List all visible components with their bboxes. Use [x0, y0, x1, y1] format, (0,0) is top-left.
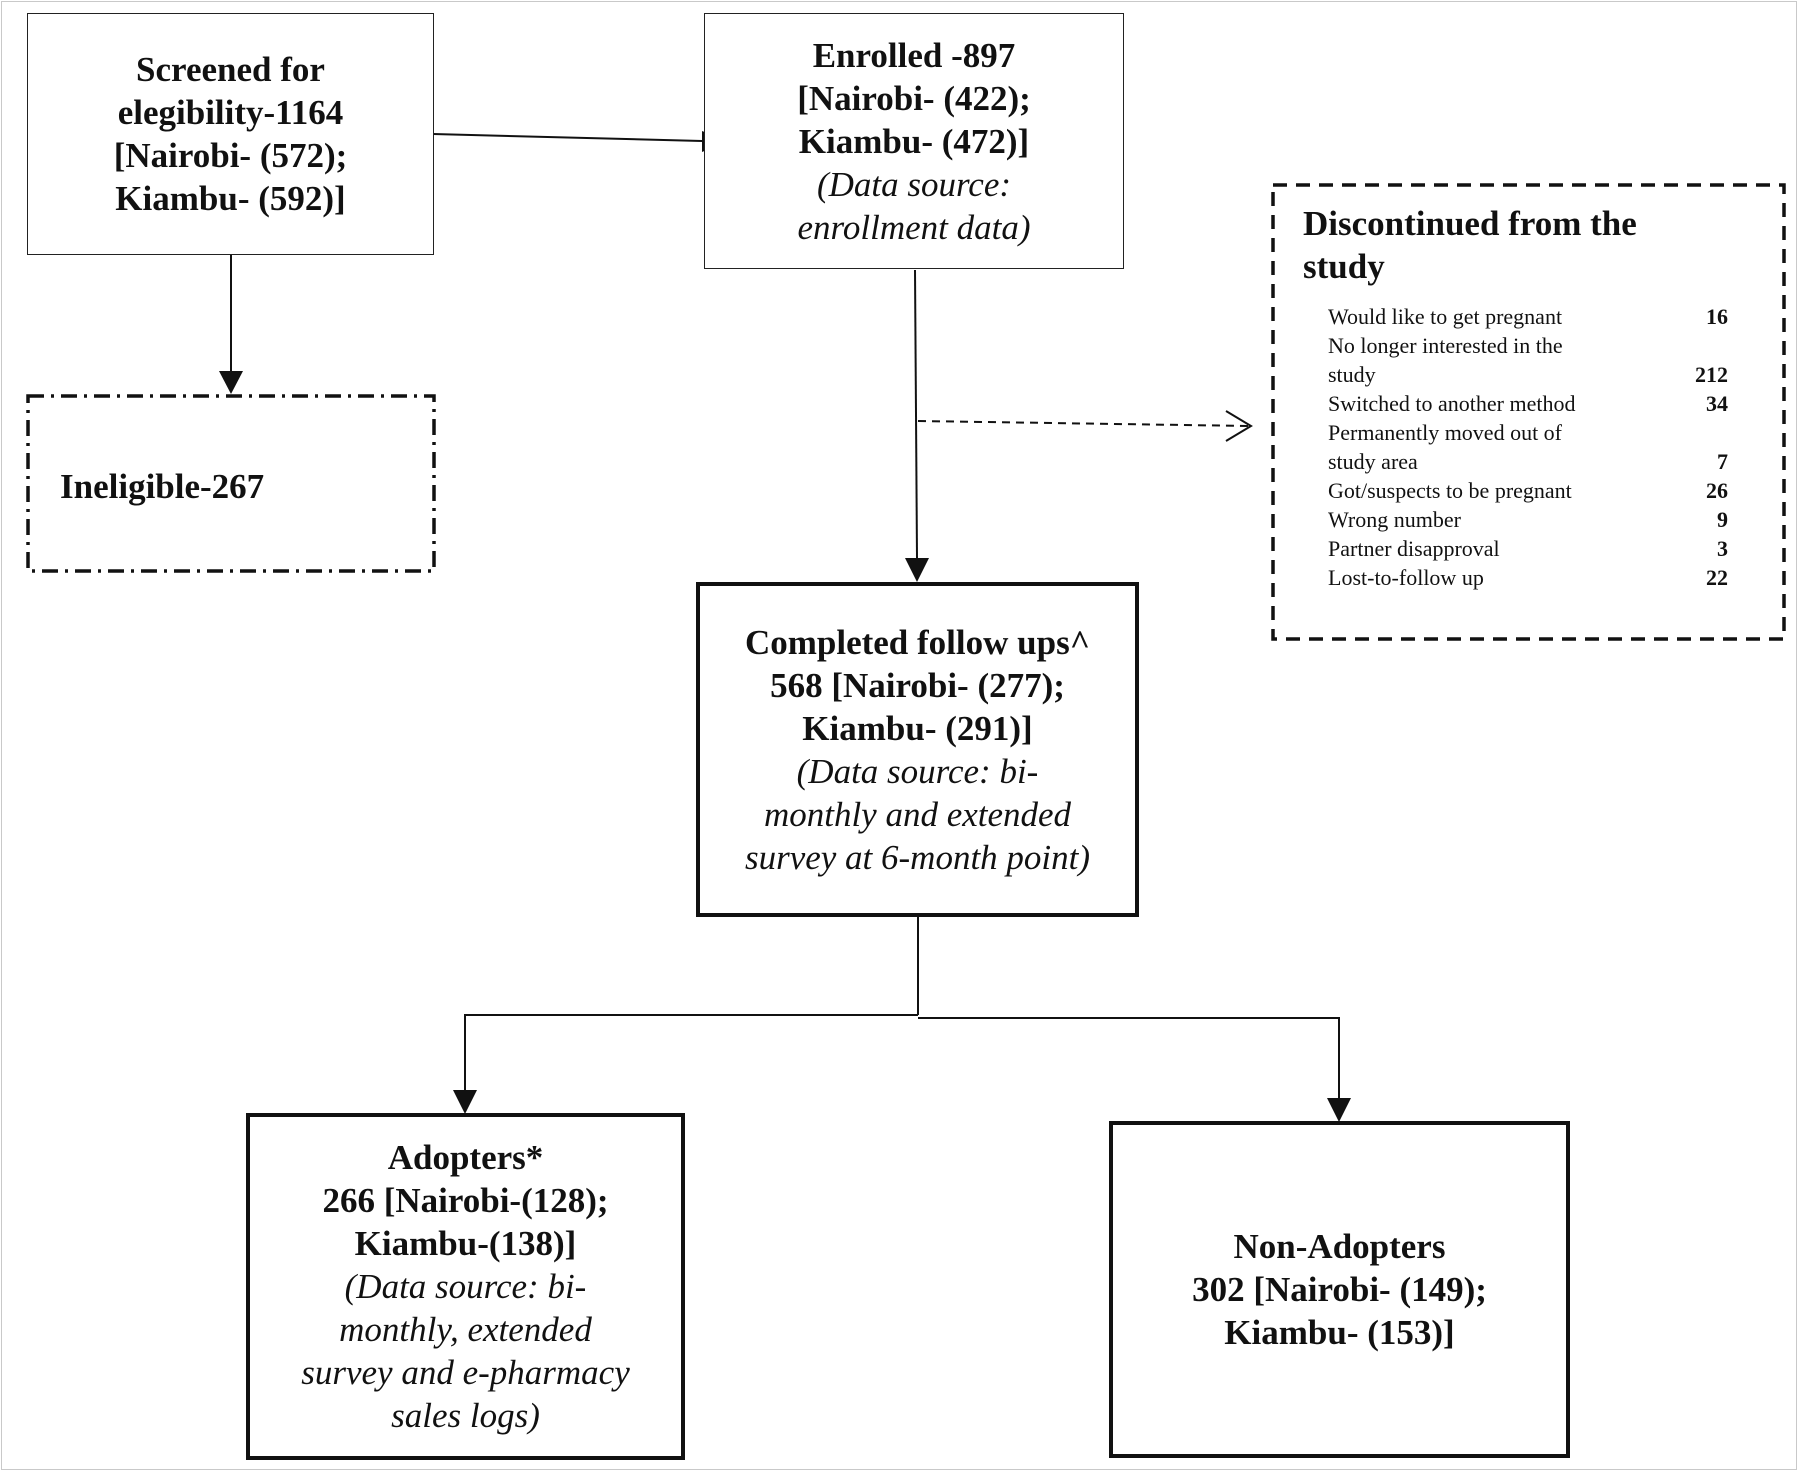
- enrolled-line-2: [Nairobi- (422);: [797, 78, 1031, 118]
- reason-label: Lost-to-follow up: [1328, 565, 1484, 590]
- screened-line-3: [Nairobi- (572);: [113, 136, 348, 175]
- ineligible-label: Ineligible-267: [60, 467, 265, 506]
- completed-line-2: 568 [Nairobi- (277);: [770, 665, 1065, 705]
- completed-line-1: Completed follow ups^: [744, 622, 1091, 662]
- screened-line-2: elegibility-1164: [117, 93, 344, 132]
- reason-row: Got/suspects to be pregnant 26: [1328, 476, 1728, 505]
- reason-row: study 212: [1328, 360, 1728, 389]
- completed-source-3: survey at 6-month point): [744, 837, 1091, 877]
- reason-row: Lost-to-follow up 22: [1328, 563, 1728, 592]
- adopters-box: Adopters* 266 [Nairobi-(128); Kiambu-(13…: [246, 1113, 685, 1460]
- reason-row: Partner disapproval 3: [1328, 534, 1728, 563]
- reason-label: Got/suspects to be pregnant: [1328, 478, 1572, 503]
- reason-label: Would like to get pregnant: [1328, 304, 1563, 329]
- reason-count: 26: [1706, 478, 1728, 503]
- discontinued-title: Discontinued from the study: [1303, 202, 1723, 288]
- adopters-line-1: Adopters*: [387, 1138, 544, 1177]
- adopters-source-4: sales logs): [391, 1396, 540, 1435]
- reason-label-cont: study: [1328, 362, 1376, 387]
- reason-label: Wrong number: [1328, 507, 1461, 532]
- completed-box: Completed follow ups^ 568 [Nairobi- (277…: [696, 582, 1139, 917]
- screened-line-1: Screened for: [136, 50, 325, 89]
- non-adopters-line-1: Non-Adopters: [1233, 1227, 1446, 1266]
- arrowhead-adopters: [453, 1090, 477, 1114]
- reason-count: 212: [1695, 362, 1728, 387]
- arrowhead-completed: [905, 558, 929, 582]
- arrow-to-discontinued: [917, 420, 1251, 427]
- enrolled-line-1: Enrolled -897: [812, 35, 1016, 75]
- non-adopters-line-3: Kiambu- (153)]: [1224, 1313, 1455, 1352]
- completed-line-3: Kiambu- (291)]: [802, 708, 1033, 748]
- adopters-line-3: Kiambu-(138)]: [354, 1224, 577, 1263]
- enrolled-line-3: Kiambu- (472)]: [798, 121, 1030, 161]
- reason-row: Wrong number 9: [1328, 505, 1728, 534]
- non-adopters-box: Non-Adopters 302 [Nairobi- (149); Kiambu…: [1109, 1121, 1570, 1458]
- non-adopters-line-2: 302 [Nairobi- (149);: [1192, 1270, 1487, 1309]
- adopters-source-2: monthly, extended: [339, 1310, 592, 1349]
- reason-row: Switched to another method 34: [1328, 389, 1728, 418]
- enrolled-source-1: (Data source:: [816, 164, 1012, 204]
- discontinued-reasons-table: Would like to get pregnant 16 No longer …: [1328, 302, 1728, 592]
- reason-label: Switched to another method: [1328, 391, 1576, 416]
- screened-box: Screened for elegibility-1164 [Nairobi- …: [27, 13, 434, 255]
- adopters-source-1: (Data source: bi-: [344, 1267, 587, 1306]
- reason-count: 22: [1706, 565, 1728, 590]
- arrowhead-non-adopters: [1327, 1098, 1351, 1122]
- connector-split-right: [918, 1017, 1340, 1098]
- arrow-enrolled-to-completed: [914, 269, 918, 559]
- arrowhead-ineligible: [219, 371, 243, 394]
- reason-count: 9: [1717, 507, 1728, 532]
- completed-source-1: (Data source: bi-: [796, 751, 1039, 791]
- adopters-line-2: 266 [Nairobi-(128);: [322, 1181, 609, 1220]
- arrow-screened-to-enrolled: [432, 133, 703, 142]
- enrolled-box: Enrolled -897 [Nairobi- (422); Kiambu- (…: [704, 13, 1124, 269]
- reason-label: No longer interested in the: [1328, 333, 1563, 358]
- reason-row: No longer interested in the: [1328, 331, 1728, 360]
- reason-count: 7: [1717, 449, 1728, 474]
- reason-row: study area 7: [1328, 447, 1728, 476]
- screened-line-4: Kiambu- (592)]: [115, 179, 346, 218]
- reason-count: 34: [1706, 391, 1728, 416]
- connector-split-left: [464, 1014, 918, 1090]
- reason-label-cont: study area: [1328, 449, 1418, 474]
- reason-count: 16: [1706, 304, 1728, 329]
- open-arrowhead-discontinued: [1225, 410, 1253, 442]
- reason-label: Permanently moved out of: [1328, 420, 1563, 445]
- discontinued-title-line-2: study: [1303, 247, 1385, 286]
- reason-label: Partner disapproval: [1328, 536, 1500, 561]
- reason-count: 3: [1717, 536, 1728, 561]
- enrolled-source-2: enrollment data): [797, 207, 1031, 247]
- adopters-source-3: survey and e-pharmacy: [301, 1353, 630, 1392]
- reason-row: Permanently moved out of: [1328, 418, 1728, 447]
- ineligible-box-border: [26, 394, 436, 573]
- discontinued-box-border: [1271, 183, 1786, 641]
- completed-source-2: monthly and extended: [763, 794, 1072, 834]
- reason-row: Would like to get pregnant 16: [1328, 302, 1728, 331]
- discontinued-title-line-1: Discontinued from the: [1303, 204, 1637, 243]
